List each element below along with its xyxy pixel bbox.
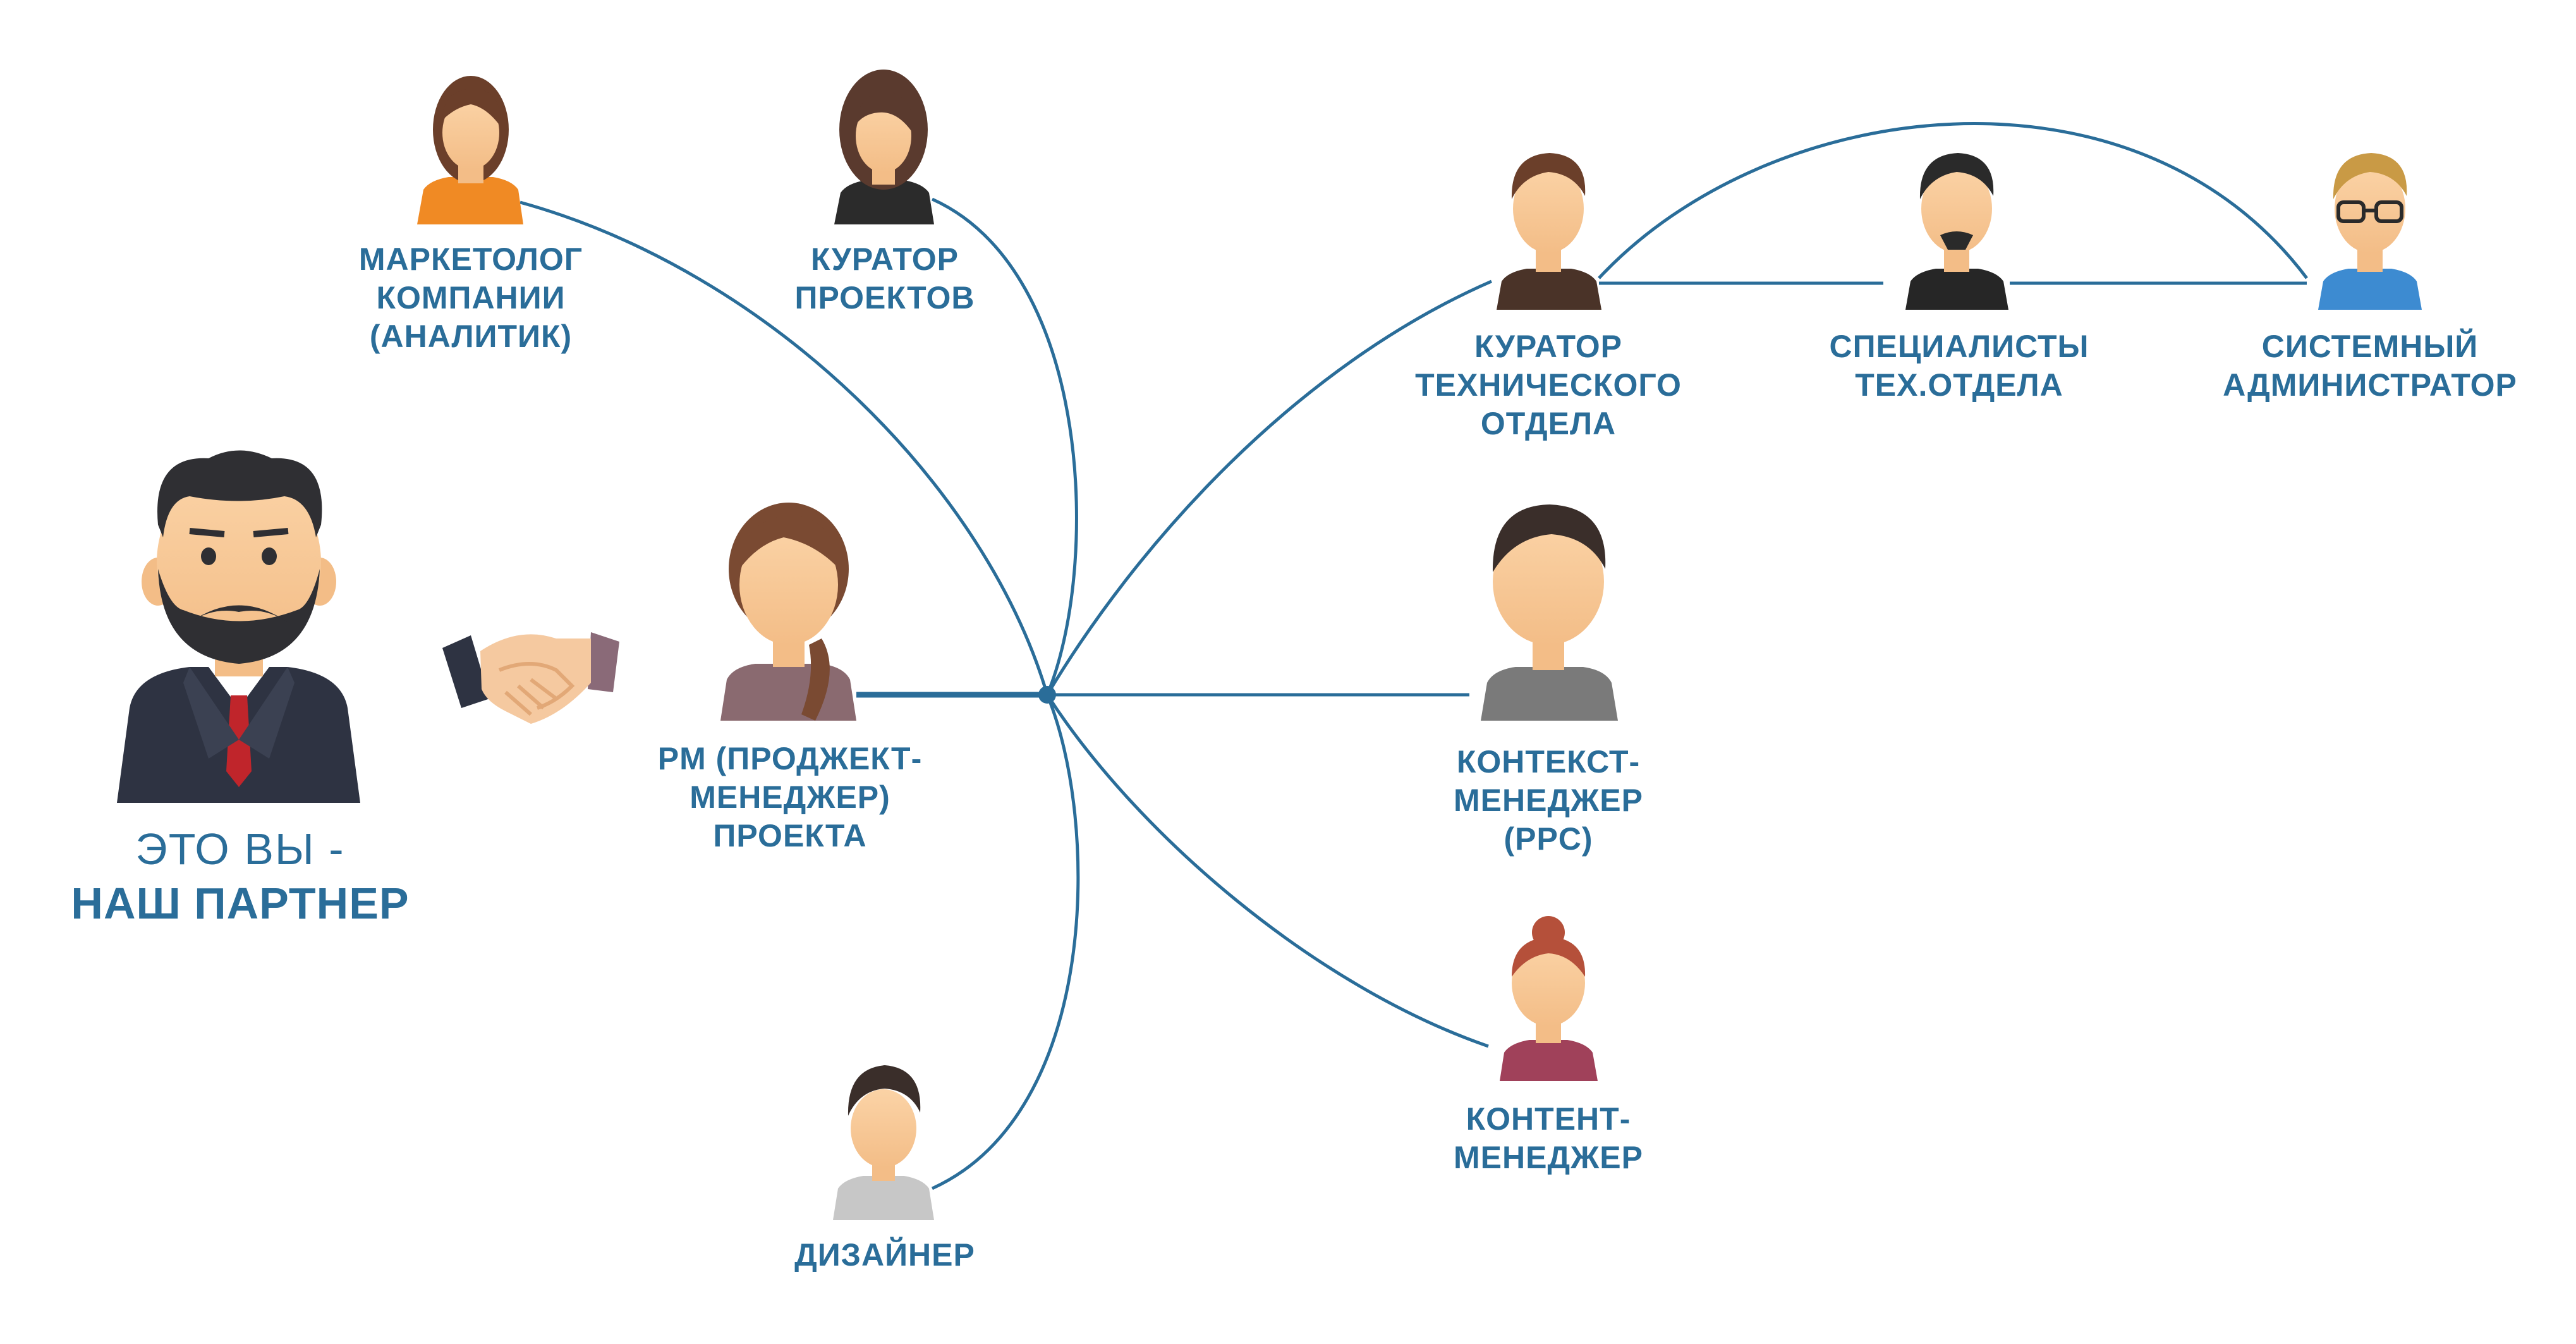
link-tech-curator	[1045, 279, 1492, 696]
man-brown-shirt-avatar	[1497, 153, 1601, 310]
partner-label: ЭТО ВЫ - НАШ ПАРТНЕР	[38, 822, 442, 931]
link-tech-to-admin-arc	[1598, 122, 2308, 279]
man-grey-shirt-avatar	[833, 1065, 934, 1220]
woman-black-top-avatar	[834, 70, 934, 224]
link-curator	[931, 197, 1078, 695]
man-glasses-avatar	[2318, 153, 2422, 310]
link-marketer	[519, 200, 1049, 695]
hub-node	[1038, 686, 1056, 704]
label-ppc: КОНТЕКСТ- МЕНЕДЖЕР (PPC)	[1454, 744, 1643, 857]
link-content	[1045, 693, 1489, 1048]
woman-ponytail-avatar	[720, 503, 856, 721]
woman-bun-avatar	[1500, 916, 1598, 1081]
handshake-icon	[442, 632, 619, 724]
woman-orange-shirt-avatar	[417, 76, 523, 224]
label-pm: PM (ПРОДЖЕКТ- МЕНЕДЖЕР) ПРОЕКТА	[657, 741, 923, 853]
label-tech-specialists: СПЕЦИАЛИСТЫ ТЕХ.ОТДЕЛА	[1829, 329, 2089, 403]
label-designer: ДИЗАЙНЕР	[794, 1237, 975, 1273]
man-collar-shirt-avatar	[1481, 504, 1618, 721]
connection-lines	[519, 122, 2308, 1190]
label-tech-curator: КУРАТОР ТЕХНИЧЕСКОГО ОТДЕЛА	[1415, 329, 1682, 441]
label-curator: КУРАТОР ПРОЕКТОВ	[794, 241, 975, 315]
label-sysadmin: СИСТЕМНЫЙ АДМИНИСТРАТОР	[2223, 329, 2517, 403]
label-content-manager: КОНТЕНТ- МЕНЕДЖЕР	[1454, 1101, 1643, 1175]
businessman-avatar	[117, 450, 360, 803]
man-goatee-avatar	[1905, 153, 2008, 310]
partner-label-line1: ЭТО ВЫ -	[135, 824, 345, 874]
link-designer	[931, 694, 1080, 1190]
partner-label-line2: НАШ ПАРТНЕР	[71, 879, 410, 928]
label-marketer: МАРКЕТОЛОГ КОМПАНИИ (АНАЛИТИК)	[358, 241, 583, 354]
